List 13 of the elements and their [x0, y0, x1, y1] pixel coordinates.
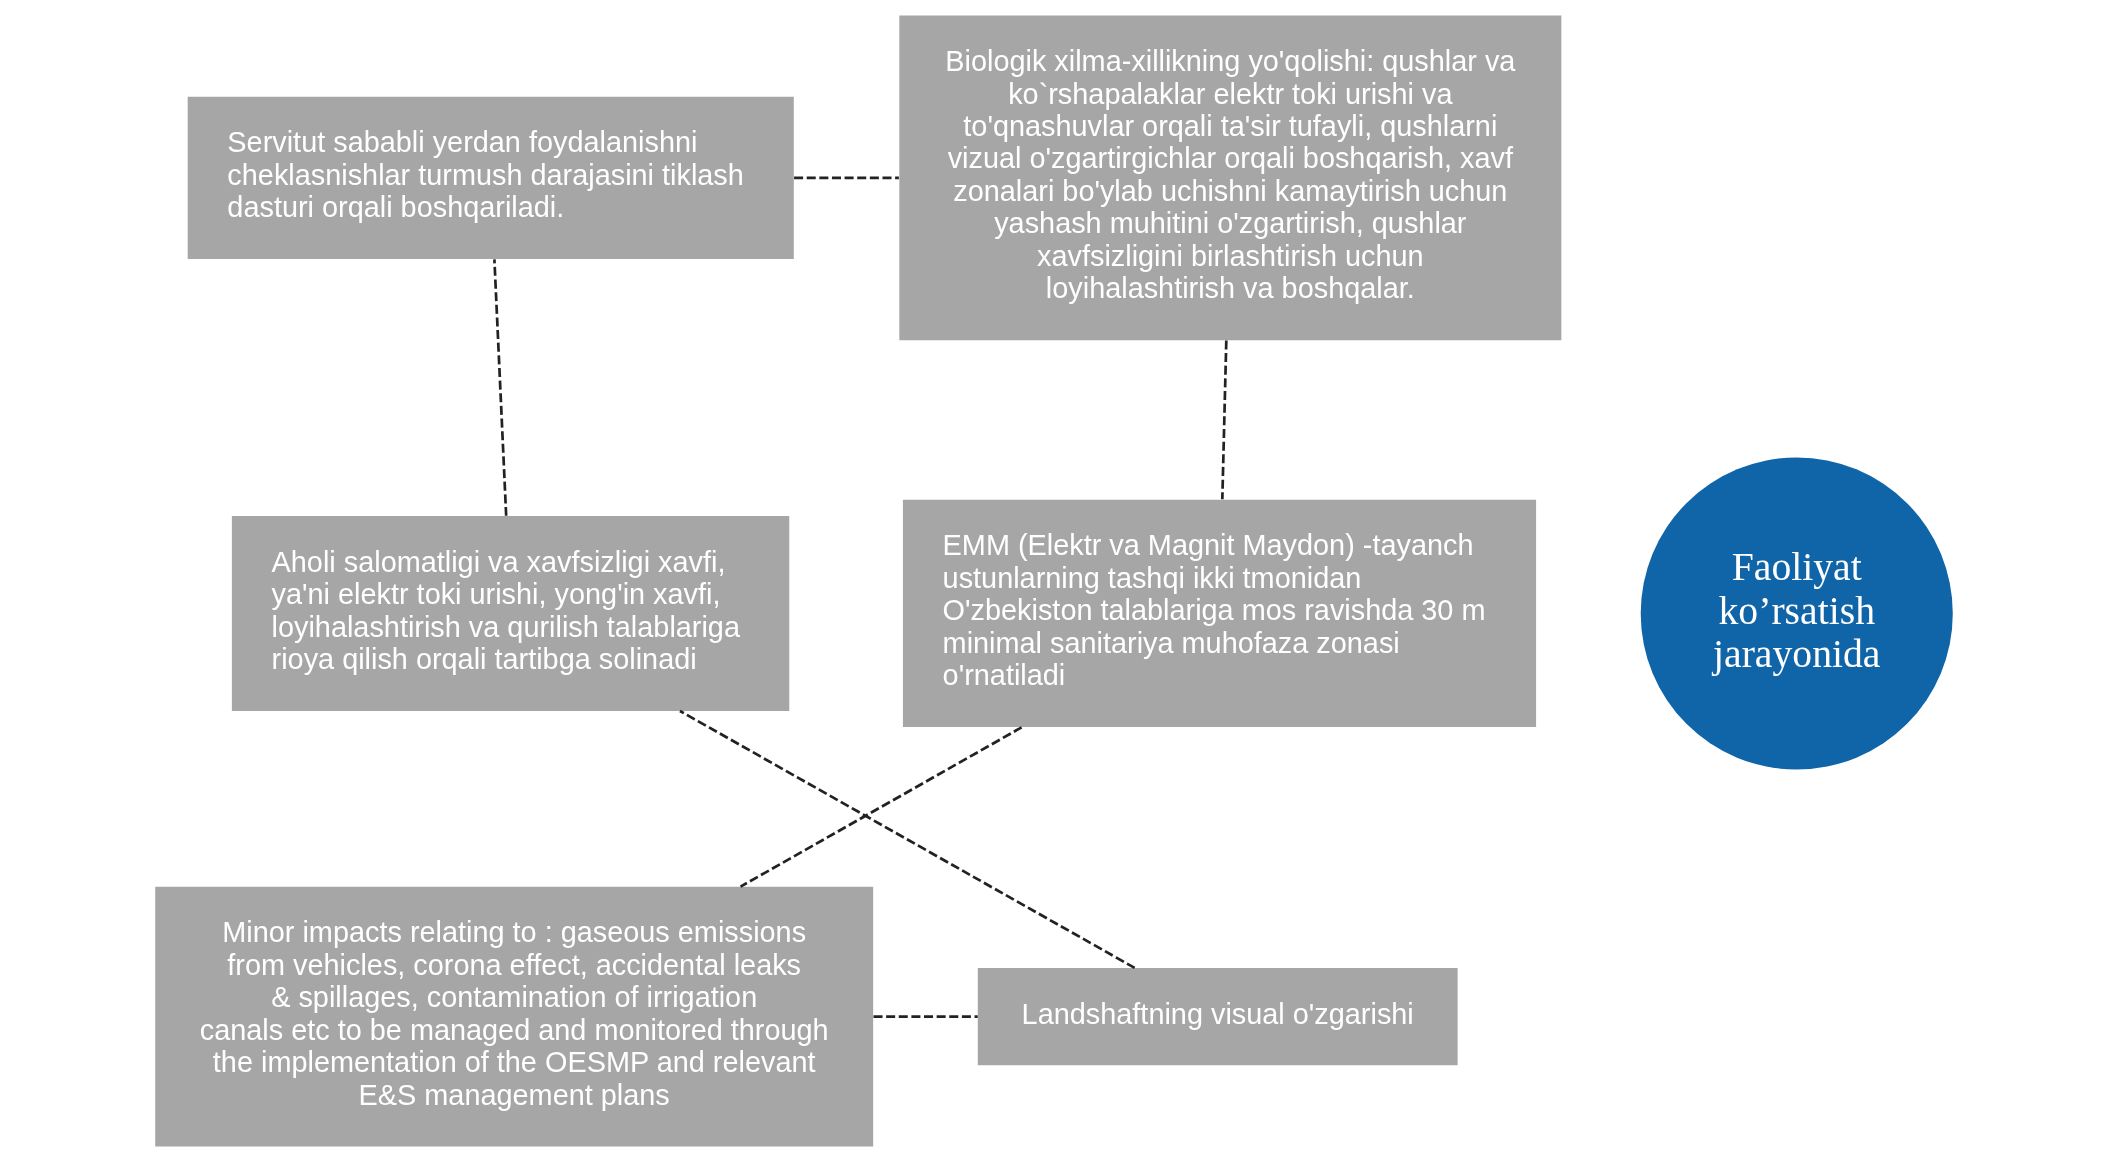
node-box: Aholi salomatligi va xavfsizligi xavfi, ya'ni elektr toki urishi, yong'in xavfi, loyihalashtirish va qurilish talablariga rioya qilish orqali tartibga solinadi	[231, 516, 790, 711]
connector	[1220, 340, 1228, 500]
connector	[794, 176, 899, 180]
node-box: Minor impacts relating to : gaseous emissions from vehicles, corona effect, accidental leaks & spillages, contamination of irrigation canals etc to be managed and monitored through the implementation of the OESMP and relevant E&S management plans	[155, 886, 874, 1147]
node-box: Biologik xilma-xillikning yo'qolishi: qushlar va ko`rshapalaklar elektr toki urishi va to'qnashuvlar orqali ta'sir tufayli, qushlarni vizual o'zgartirgichlar orqali boshqarish, xavf zonalari bo'ylab uchishni kamaytirish uchun yashash muhitini o'zgartirish, qushlar xavfsizligini birlashtirish uchun loyihalashtirish va boshqalar.	[899, 15, 1562, 341]
node-box: Servitut sababli yerdan foydalanishni cheklasnishlar turmush darajasini tiklash dasturi orqali boshqariladi.	[187, 96, 794, 259]
connector	[493, 259, 508, 516]
connector	[679, 709, 1136, 970]
node-box: Landshaftning visual o'zgarishi	[977, 967, 1458, 1066]
connector	[873, 1015, 978, 1018]
node-box: EMM (Elektr va Magnit Maydon) -tayanch ustunlarning tashqi ikki tmonidan O'zbekiston talablariga mos ravishda 30 m minimal sanitariya muhofaza zonasi o'rnatiladi	[902, 499, 1537, 728]
node-circle: Faoliyat ko’rsatish jarayonida	[1640, 457, 1953, 770]
connector	[739, 726, 1023, 888]
